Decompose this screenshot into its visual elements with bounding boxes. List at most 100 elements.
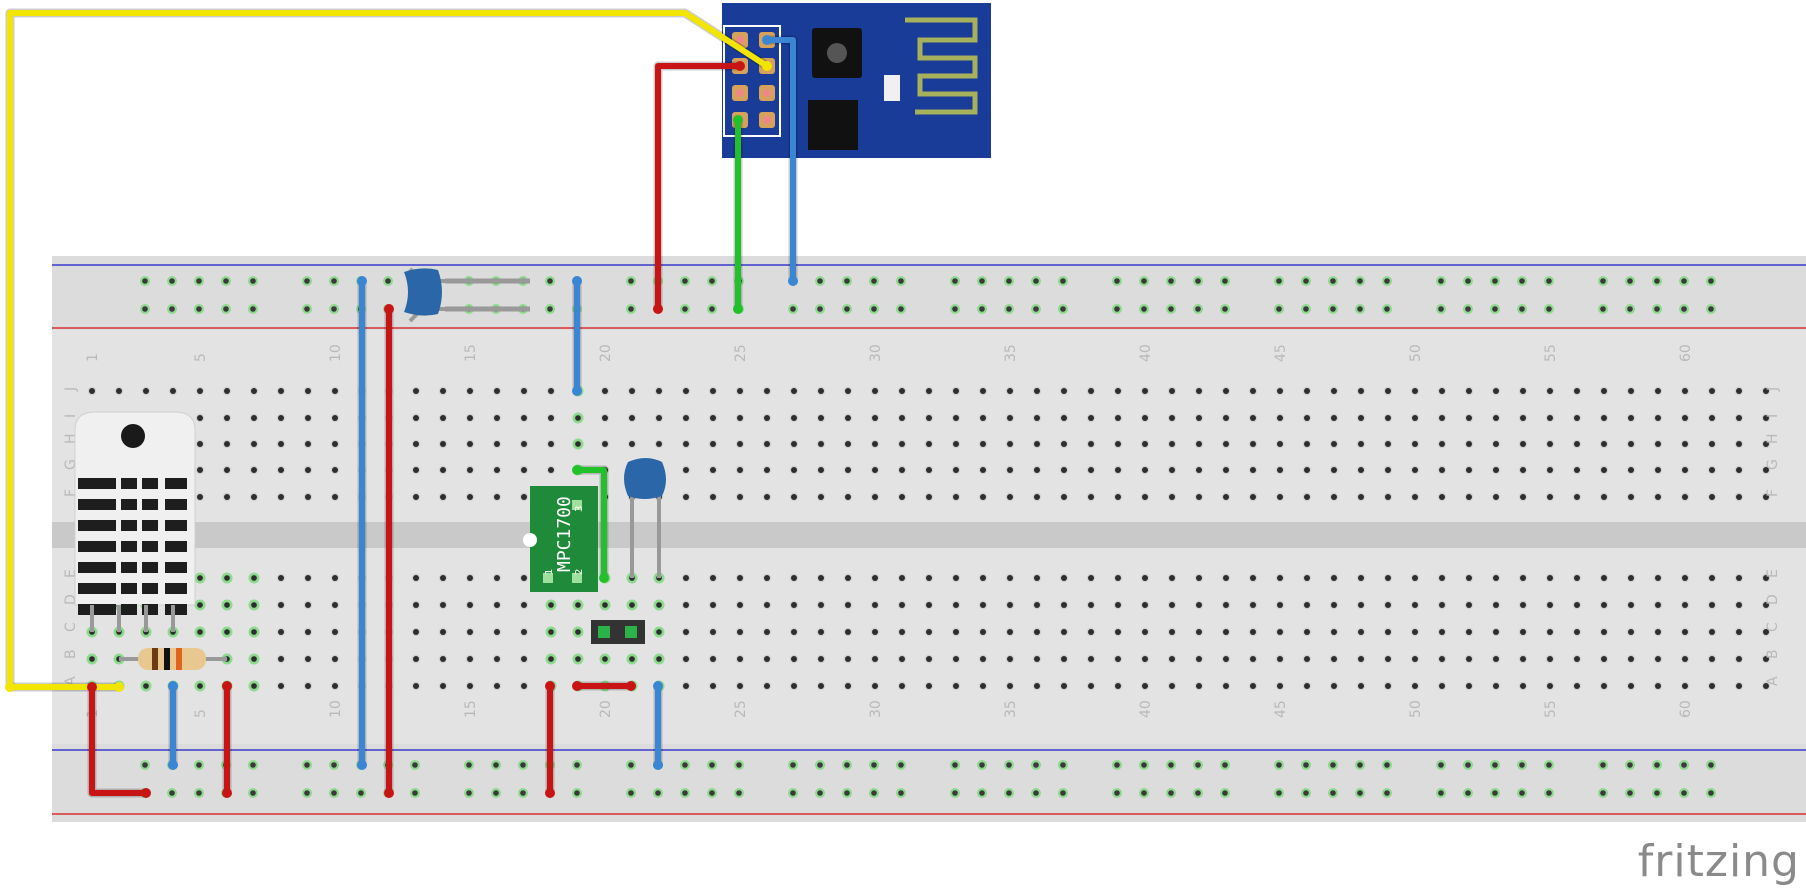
- terminal-hole: [602, 415, 608, 421]
- terminal-hole: [467, 656, 473, 662]
- terminal-hole: [845, 656, 851, 662]
- terminal-hole: [1574, 656, 1580, 662]
- terminal-hole: [1250, 388, 1256, 394]
- terminal-hole: [818, 656, 824, 662]
- red-power-wire-end: [384, 788, 394, 798]
- connected-hole: [251, 683, 257, 689]
- terminal-hole: [278, 575, 284, 581]
- terminal-hole: [1142, 683, 1148, 689]
- bottom-rail-hole: [196, 790, 202, 796]
- terminal-hole: [683, 388, 689, 394]
- terminal-hole: [953, 575, 959, 581]
- top-rail-hole: [1033, 278, 1039, 284]
- bottom-rail-hole: [1141, 762, 1147, 768]
- terminal-hole: [1709, 441, 1715, 447]
- terminal-hole: [278, 441, 284, 447]
- dht22-vent: [121, 541, 137, 552]
- blue-wire-short-end: [572, 276, 582, 286]
- terminal-hole: [1763, 467, 1769, 473]
- terminal-hole: [1277, 629, 1283, 635]
- bottom-rail-hole: [1168, 790, 1174, 796]
- terminal-hole: [1223, 441, 1229, 447]
- terminal-hole: [1439, 656, 1445, 662]
- terminal-hole: [1142, 388, 1148, 394]
- dht22-vent: [121, 520, 137, 531]
- terminal-hole: [1520, 441, 1526, 447]
- bottom-rail-hole: [1006, 790, 1012, 796]
- top-rail-hole: [1222, 306, 1228, 312]
- terminal-hole: [1574, 629, 1580, 635]
- terminal-hole: [1682, 388, 1688, 394]
- terminal-hole: [710, 575, 716, 581]
- top-rail-hole: [898, 278, 904, 284]
- terminal-hole: [1628, 602, 1634, 608]
- top-rail-hole: [628, 306, 634, 312]
- terminal-hole: [332, 683, 338, 689]
- terminal-hole: [1736, 441, 1742, 447]
- top-rail-hole: [682, 278, 688, 284]
- terminal-hole: [1601, 441, 1607, 447]
- terminal-hole: [1250, 683, 1256, 689]
- bottom-rail-hole: [817, 762, 823, 768]
- connected-hole: [224, 575, 230, 581]
- bottom-rail-hole: [574, 790, 580, 796]
- terminal-hole: [1088, 494, 1094, 500]
- terminal-hole: [1277, 388, 1283, 394]
- top-rail-hole: [979, 278, 985, 284]
- terminal-hole: [1061, 388, 1067, 394]
- top-rail-hole: [1627, 306, 1633, 312]
- bottom-rail-hole: [1654, 762, 1660, 768]
- connected-hole: [197, 629, 203, 635]
- bottom-rail-hole: [1492, 762, 1498, 768]
- terminal-hole: [1358, 494, 1364, 500]
- green-reg-wire-end: [599, 573, 609, 583]
- terminal-hole: [1574, 467, 1580, 473]
- terminal-hole: [953, 415, 959, 421]
- row-letter-left-H: H: [63, 433, 79, 444]
- esp01-header-outline: [723, 25, 781, 137]
- terminal-hole: [791, 467, 797, 473]
- top-rail-hole: [1060, 306, 1066, 312]
- terminal-hole: [1169, 415, 1175, 421]
- top-rail-hole: [1681, 306, 1687, 312]
- terminal-hole: [872, 602, 878, 608]
- dht22-vent: [121, 478, 137, 489]
- terminal-hole: [521, 575, 527, 581]
- bottom-rail-hole: [1006, 762, 1012, 768]
- connected-hole: [548, 602, 554, 608]
- terminal-hole: [1493, 683, 1499, 689]
- terminal-hole: [1061, 629, 1067, 635]
- terminal-hole: [278, 388, 284, 394]
- column-number-35: 35: [1003, 344, 1019, 362]
- esp01-antenna-icon: [905, 17, 978, 115]
- blue-wire-end: [762, 35, 772, 45]
- yellow-data-wire-2-end: [5, 682, 15, 692]
- terminal-hole: [845, 494, 851, 500]
- terminal-hole: [1358, 656, 1364, 662]
- terminal-hole: [791, 683, 797, 689]
- top-rail-hole: [547, 278, 553, 284]
- terminal-hole: [872, 415, 878, 421]
- column-number-15: 15: [463, 344, 479, 362]
- terminal-hole: [1277, 494, 1283, 500]
- terminal-hole: [1493, 467, 1499, 473]
- terminal-hole: [251, 494, 257, 500]
- bottom-rail-hole: [898, 762, 904, 768]
- dht22-vent: [78, 562, 100, 573]
- terminal-hole: [197, 441, 203, 447]
- terminal-hole: [791, 494, 797, 500]
- top-rail-hole: [628, 278, 634, 284]
- terminal-hole: [278, 629, 284, 635]
- terminal-hole: [683, 467, 689, 473]
- top-rail-hole: [169, 278, 175, 284]
- terminal-hole: [872, 629, 878, 635]
- terminal-hole: [1223, 656, 1229, 662]
- terminal-hole: [1169, 683, 1175, 689]
- red-sensor-wire-2-end: [222, 788, 232, 798]
- esp01-pin: [763, 116, 771, 124]
- terminal-hole: [1601, 467, 1607, 473]
- terminal-hole: [1196, 629, 1202, 635]
- top-rail-hole: [817, 306, 823, 312]
- terminal-hole: [1655, 683, 1661, 689]
- terminal-hole: [1115, 683, 1121, 689]
